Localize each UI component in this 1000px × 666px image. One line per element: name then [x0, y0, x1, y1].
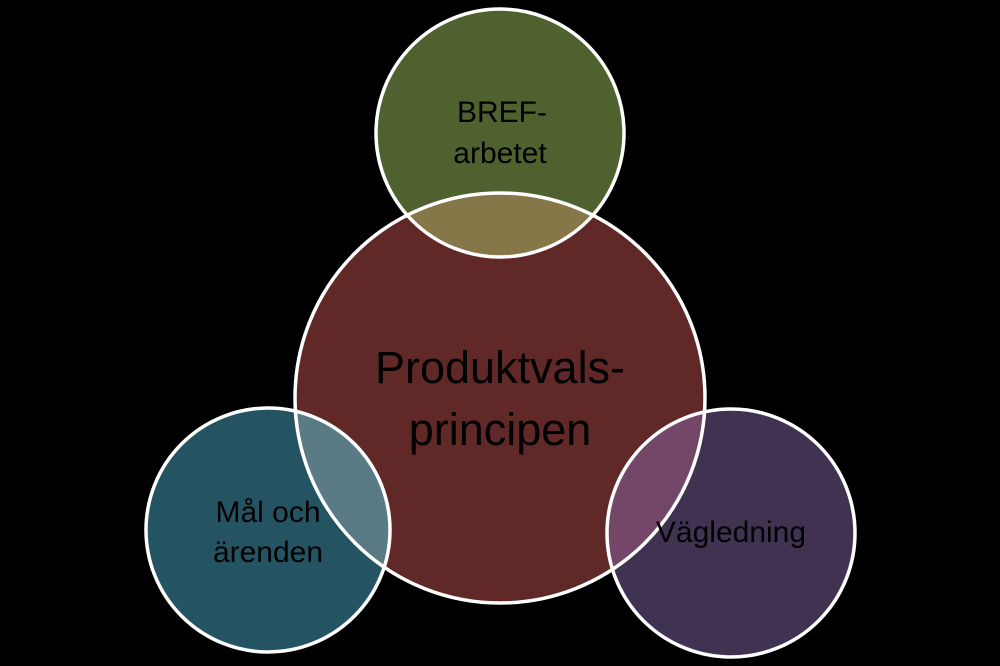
top-label-line2: arbetet — [453, 137, 547, 170]
center-label-line2: principen — [409, 404, 592, 455]
right-circle-outline — [605, 407, 857, 659]
top-circle-outline — [374, 7, 626, 259]
left-circle-outline — [144, 406, 392, 654]
left-label-line1: Mål och — [215, 496, 320, 529]
center-label-line1: Produktvals- — [375, 342, 625, 393]
right-label: Vägledning — [656, 516, 806, 549]
left-label-line2: ärenden — [213, 536, 323, 569]
center-circle-outline — [293, 191, 707, 605]
top-label-line1: BREF- — [457, 96, 547, 129]
center-circle — [295, 193, 705, 603]
top-circle — [376, 9, 624, 257]
